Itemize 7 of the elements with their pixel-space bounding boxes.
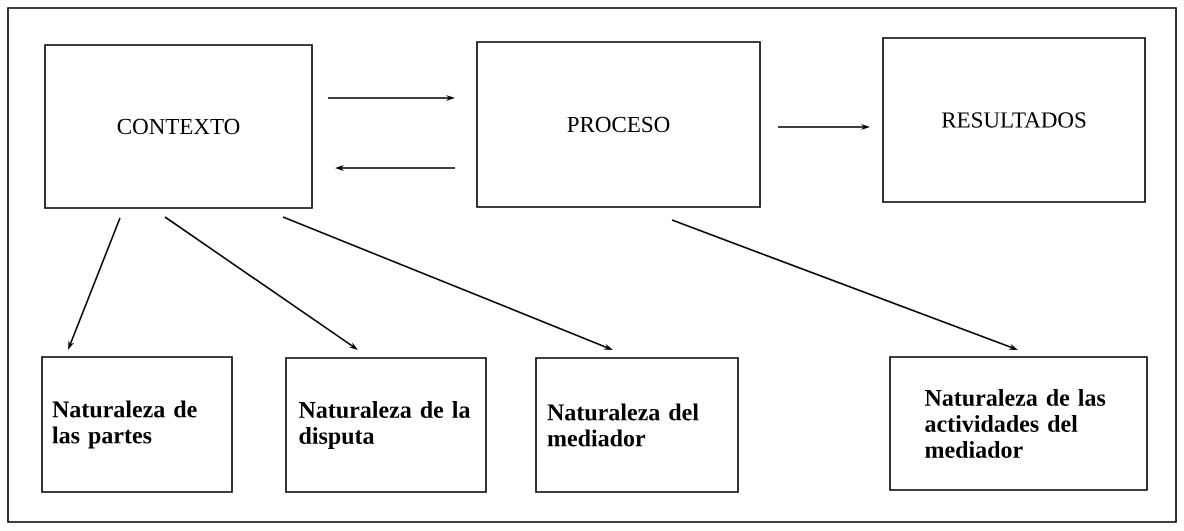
factor-box: Naturaleza de las actividades del mediador — [889, 356, 1148, 491]
factor-box: Naturaleza del mediador — [535, 357, 739, 493]
process-box: CONTEXTO — [44, 44, 313, 209]
process-box: PROCESO — [476, 41, 761, 208]
process-box: RESULTADOS — [882, 37, 1146, 203]
factor-box: Naturaleza de la disputa — [285, 357, 487, 493]
factor-box: Naturaleza de las partes — [41, 356, 233, 493]
